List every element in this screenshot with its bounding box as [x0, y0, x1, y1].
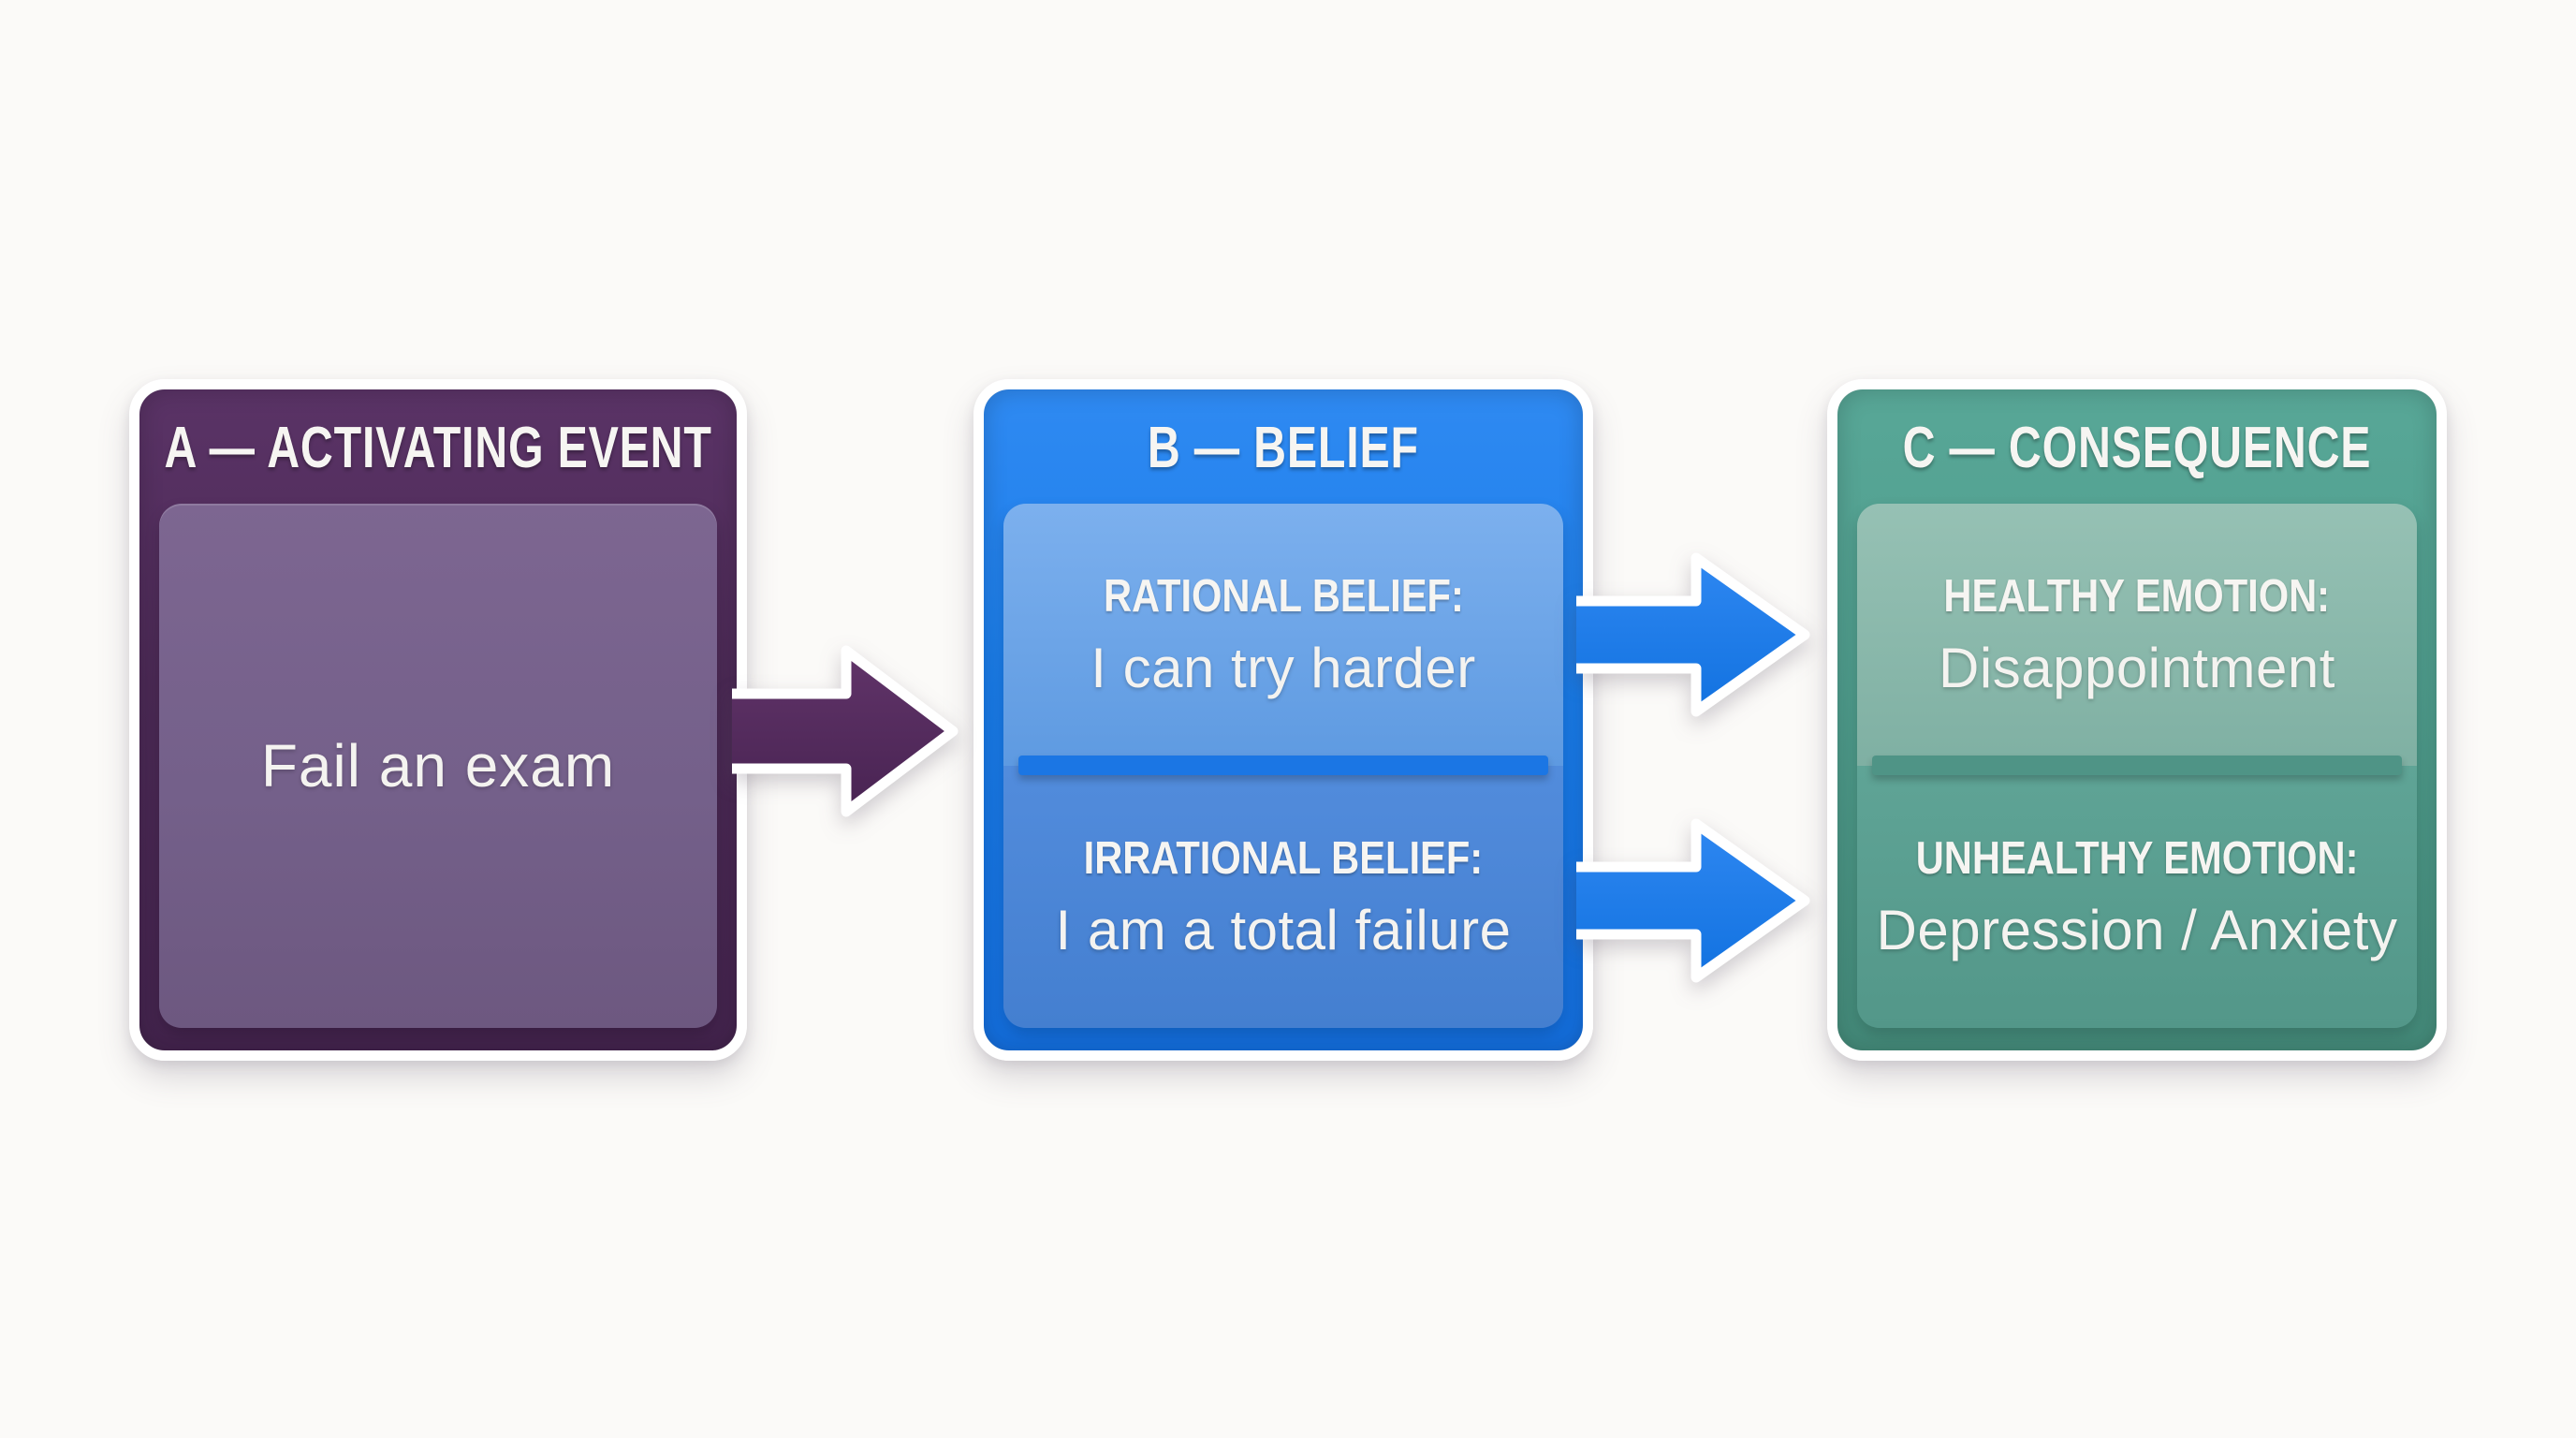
box-consequence: C — CONSEQUENCE HEALTHY EMOTION: Disappo… — [1827, 379, 2447, 1061]
consequence-panel: HEALTHY EMOTION: Disappointment UNHEALTH… — [1857, 504, 2417, 1028]
belief-section-divider — [1018, 756, 1548, 775]
healthy-emotion-text: Disappointment — [1939, 636, 2335, 699]
arrow-b-to-c-bottom-icon — [1576, 818, 1810, 983]
activating-event-header: A — ACTIVATING EVENT — [139, 389, 737, 506]
activating-event-title: A — ACTIVATING EVENT — [164, 415, 712, 480]
unhealthy-emotion-label: UNHEALTHY EMOTION: — [1915, 832, 2359, 884]
consequence-header: C — CONSEQUENCE — [1837, 389, 2437, 506]
box-activating-event: A — ACTIVATING EVENT Fail an exam — [129, 379, 747, 1061]
arrow-a-to-b-icon — [732, 645, 959, 817]
activating-event-panel: Fail an exam — [159, 504, 717, 1028]
healthy-emotion-label: HEALTHY EMOTION: — [1943, 570, 2331, 622]
irrational-belief-section: IRRATIONAL BELIEF: I am a total failure — [1003, 766, 1563, 1028]
unhealthy-emotion-section: UNHEALTHY EMOTION: Depression / Anxiety — [1857, 766, 2417, 1028]
belief-panel: RATIONAL BELIEF: I can try harder IRRATI… — [1003, 504, 1563, 1028]
unhealthy-emotion-text: Depression / Anxiety — [1876, 898, 2398, 961]
belief-title: B — BELIEF — [1148, 415, 1419, 480]
activating-event-text: Fail an exam — [260, 732, 616, 800]
consequence-section-divider — [1872, 756, 2402, 775]
rational-belief-section: RATIONAL BELIEF: I can try harder — [1003, 504, 1563, 766]
rational-belief-label: RATIONAL BELIEF: — [1103, 570, 1464, 622]
healthy-emotion-section: HEALTHY EMOTION: Disappointment — [1857, 504, 2417, 766]
rational-belief-text: I can try harder — [1090, 636, 1476, 699]
irrational-belief-text: I am a total failure — [1055, 898, 1512, 961]
arrow-b-to-c-top-icon — [1576, 552, 1810, 717]
box-belief: B — BELIEF RATIONAL BELIEF: I can try ha… — [973, 379, 1593, 1061]
irrational-belief-label: IRRATIONAL BELIEF: — [1083, 832, 1484, 884]
belief-header: B — BELIEF — [984, 389, 1583, 506]
consequence-title: C — CONSEQUENCE — [1902, 415, 2372, 480]
activating-event-content: Fail an exam — [159, 504, 717, 1028]
